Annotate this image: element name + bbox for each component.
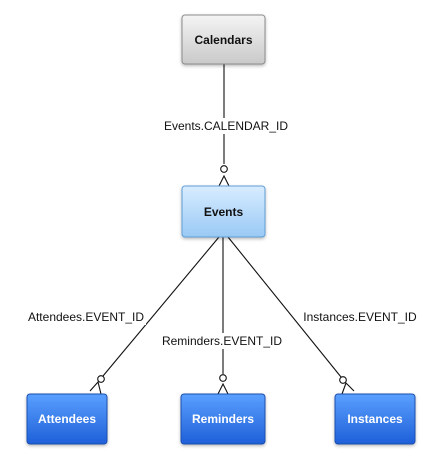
edge-events-instances: Instances.EVENT_ID <box>227 236 422 395</box>
node-calendars[interactable]: Calendars <box>181 14 266 65</box>
optional-circle-instances <box>339 376 347 384</box>
node-events-label: Events <box>204 205 244 219</box>
edge-label-reminders-event-id: Reminders.EVENT_ID <box>162 334 282 348</box>
node-instances-box <box>334 393 416 445</box>
edge-line-events-attendees <box>102 236 220 377</box>
node-calendars-label: Calendars <box>194 33 252 47</box>
edge-events-attendees: Attendees.EVENT_ID <box>26 236 220 395</box>
node-events[interactable]: Events <box>181 185 266 238</box>
edge-events-reminders: Reminders.EVENT_ID <box>160 237 284 395</box>
node-reminders-box <box>180 393 266 445</box>
node-reminders[interactable]: Reminders <box>180 393 266 445</box>
optional-circle-reminders <box>219 374 227 382</box>
crows-foot-instances <box>341 382 355 395</box>
node-attendees-box <box>26 393 108 445</box>
crows-foot-attendees <box>89 380 102 395</box>
edge-calendars-events: Events.CALENDAR_ID <box>158 64 294 187</box>
optional-circle-attendees <box>97 375 105 383</box>
edge-label-instances-event-id: Instances.EVENT_ID <box>303 310 417 324</box>
node-attendees-label: Attendees <box>38 412 96 426</box>
edge-line-events-instances <box>227 236 342 378</box>
crows-foot-reminders <box>217 382 229 395</box>
crows-foot-events <box>218 174 230 187</box>
node-attendees[interactable]: Attendees <box>26 393 108 445</box>
node-instances[interactable]: Instances <box>334 393 416 445</box>
node-instances-label: Instances <box>347 412 403 426</box>
edge-label-attendees-event-id: Attendees.EVENT_ID <box>28 310 144 324</box>
node-reminders-label: Reminders <box>192 412 254 426</box>
node-calendars-box <box>181 14 266 65</box>
node-events-box <box>181 185 266 238</box>
optional-circle-events <box>220 165 228 173</box>
edge-label-calendar-id: Events.CALENDAR_ID <box>164 119 288 133</box>
